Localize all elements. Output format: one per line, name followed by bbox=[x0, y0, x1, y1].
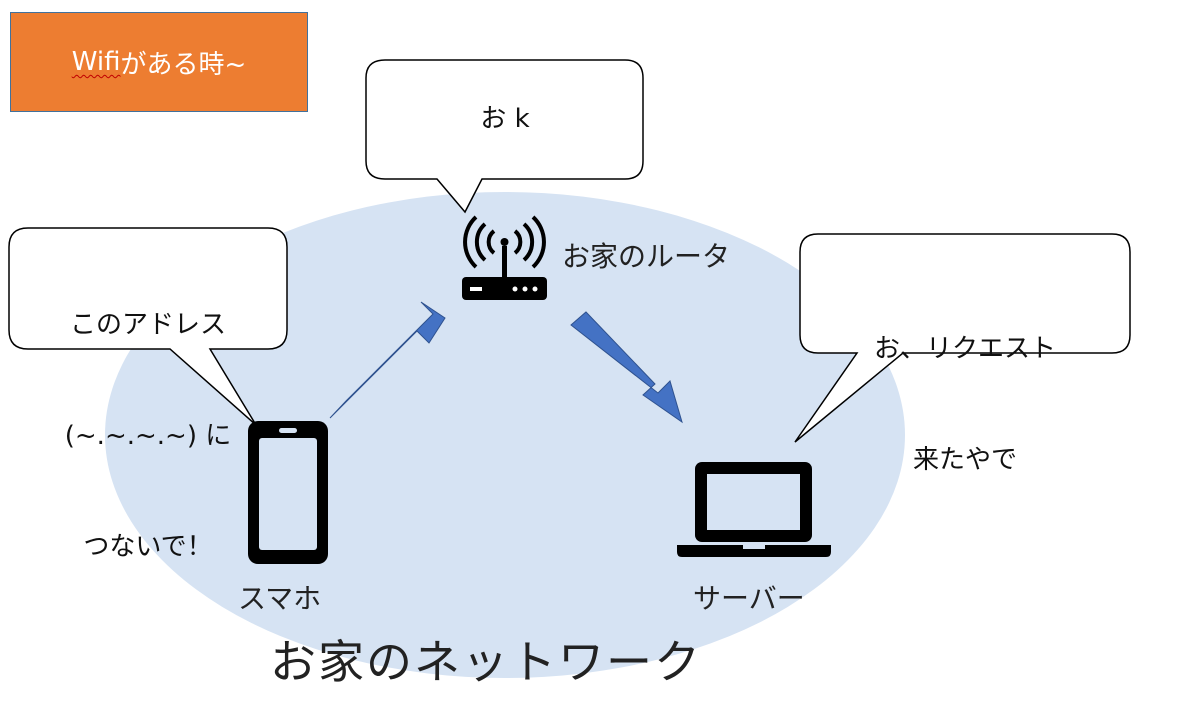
server-label: サーバー bbox=[693, 582, 805, 615]
phone-bubble-line: (~.~.~.~) に bbox=[64, 421, 232, 451]
phone-speech-bubble bbox=[8, 227, 288, 426]
server-speech-bubble bbox=[794, 233, 1131, 443]
phone-bubble-text: このアドレス (~.~.~.~) に つないで！ bbox=[12, 233, 284, 603]
arrow-phone-to-router bbox=[329, 301, 446, 419]
title-wifi-text: Wifi bbox=[71, 47, 121, 77]
smartphone-icon bbox=[248, 421, 328, 564]
phone-label: スマホ bbox=[238, 582, 322, 615]
scenario-title-box: Wifi がある時~ bbox=[10, 12, 308, 112]
phone-bubble-line: つないで！ bbox=[83, 532, 213, 562]
phone-bubble-line: このアドレス bbox=[69, 310, 226, 340]
network-label: お家のネットワーク bbox=[270, 635, 702, 689]
laptop-icon bbox=[677, 462, 831, 557]
title-suffix-text: がある時~ bbox=[120, 49, 247, 80]
arrow-router-to-server bbox=[570, 311, 683, 424]
router-bubble-text: お k bbox=[480, 104, 530, 134]
router-icon bbox=[462, 215, 547, 300]
server-bubble-text: お、リクエスト 来たやで bbox=[803, 257, 1127, 516]
router-speech-bubble bbox=[365, 59, 644, 214]
router-label: お家のルータ bbox=[562, 240, 731, 273]
server-bubble-line: お、リクエスト bbox=[873, 334, 1056, 364]
server-bubble-line: 来たやで bbox=[912, 445, 1017, 475]
